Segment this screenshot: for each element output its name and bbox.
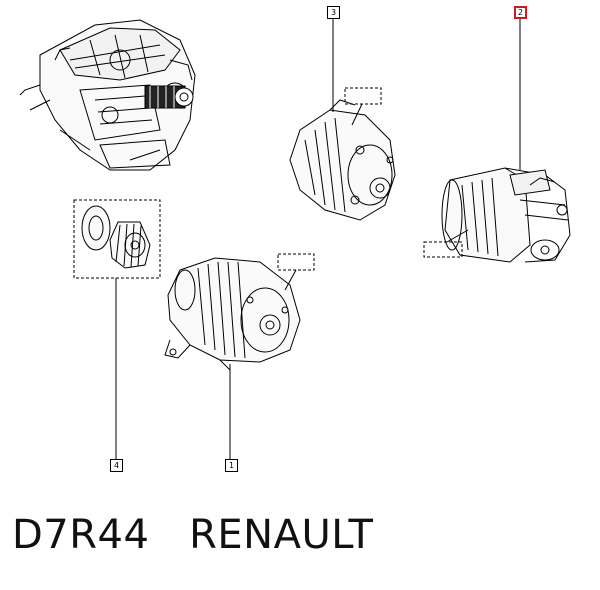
alternator-illustration[interactable] [164, 257, 301, 371]
pulley-frame [73, 199, 161, 279]
callout-label-4[interactable]: 4 [110, 459, 123, 472]
callout-label-2[interactable]: 2 [514, 6, 527, 19]
callout-frame-1 [277, 253, 315, 271]
callout-frame-2 [423, 241, 463, 258]
callout-label-1[interactable]: 1 [225, 459, 238, 472]
vacuum-pump-illustration[interactable] [289, 99, 396, 221]
model-caption: D7R44 RENAULT [12, 512, 374, 558]
leader-2-short [446, 229, 469, 243]
pulley-illustration[interactable] [81, 205, 151, 269]
callout-frame-3 [344, 87, 382, 105]
starter-motor-illustration[interactable] [441, 167, 571, 263]
callout-label-3[interactable]: 3 [327, 6, 340, 19]
engine-illustration[interactable] [19, 19, 196, 171]
leader-1-short [284, 269, 297, 291]
leader-3-short [351, 103, 363, 126]
